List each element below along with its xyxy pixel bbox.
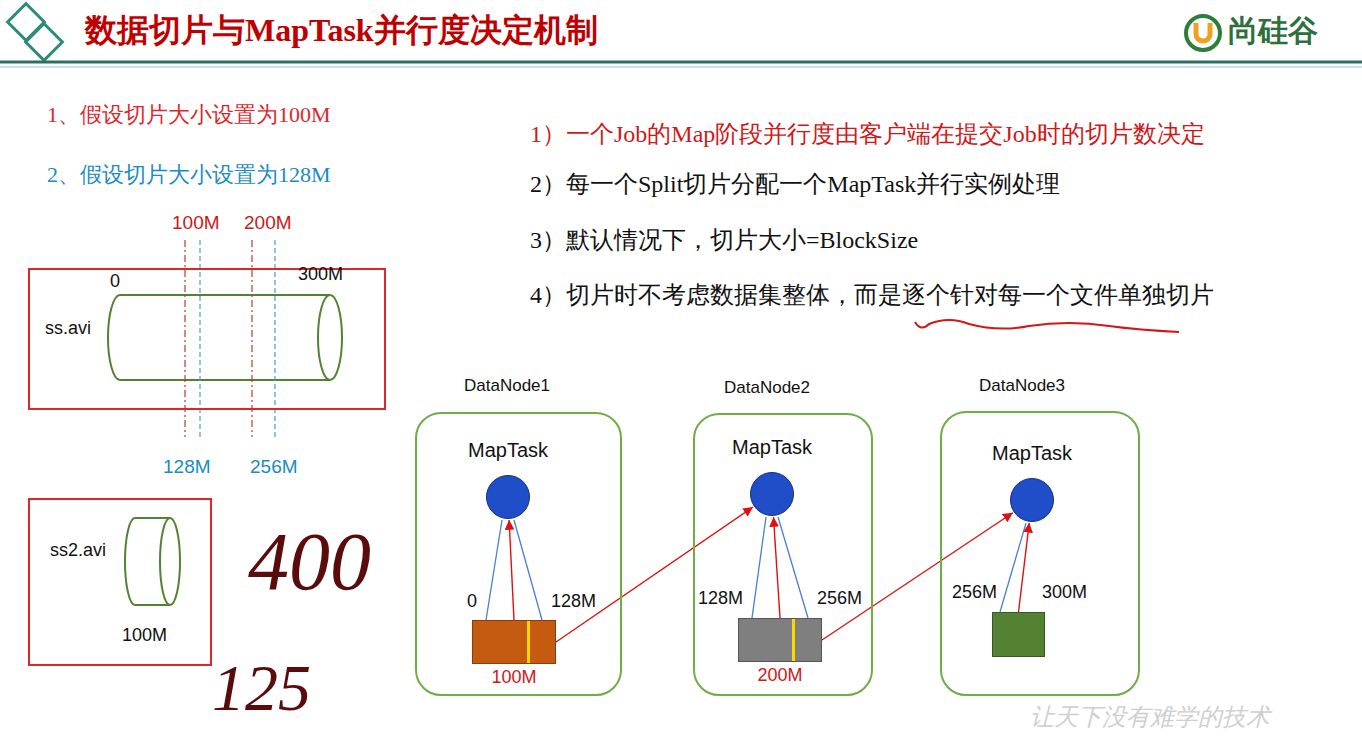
rule-item: 2）每一个Split切片分配一个MapTask并行实例处理: [530, 171, 1060, 199]
file-cylinder: [108, 295, 342, 380]
node-label: 256M: [817, 588, 862, 609]
node-heading: DataNode2: [724, 378, 810, 398]
task-label: MapTask: [732, 436, 812, 459]
maptask-circle: MapTask: [750, 472, 794, 516]
data-block: 256M300M: [992, 612, 1045, 657]
datanode-box: DataNode1MapTask0128M100M: [415, 412, 622, 696]
size-mark: 300M: [298, 264, 343, 285]
maptask-circle: MapTask: [486, 475, 530, 519]
split-mark: 128M: [163, 456, 211, 478]
case-note: 2、假设切片大小设置为128M: [47, 162, 331, 187]
split-assignment-arrow: [556, 507, 753, 642]
watermark: 让天下没有难学的技术: [1030, 704, 1270, 732]
task-label: MapTask: [468, 439, 548, 462]
data-block: 128M256M200M: [738, 618, 822, 662]
header-rule: [0, 61, 1362, 64]
maptask-circle: MapTask: [1010, 478, 1054, 522]
split-assignment-arrow: [822, 513, 1013, 640]
title-icon: [26, 24, 63, 61]
cylinder-body: [120, 295, 330, 380]
handwritten-note: 125: [212, 650, 311, 726]
logo-ring: [1186, 16, 1220, 50]
node-label: 300M: [1042, 582, 1087, 603]
header-rule: [0, 67, 1362, 68]
size-mark: 0: [110, 271, 120, 292]
datanode-box: DataNode2MapTask128M256M200M: [693, 413, 873, 696]
file-box: ss2.avi 100M: [28, 498, 212, 666]
node-label: 128M: [551, 591, 596, 612]
hand-underline: [915, 320, 1179, 332]
node-heading: DataNode1: [464, 376, 550, 396]
node-label: 128M: [698, 588, 743, 609]
case-note: 1、假设切片大小设置为100M: [47, 102, 331, 127]
read-lines: [486, 517, 1026, 620]
split-mark: 100M: [172, 212, 220, 234]
node-label: 0: [467, 591, 477, 612]
node-label: 100M: [491, 667, 536, 688]
node-label: 200M: [757, 665, 802, 686]
read-line: [486, 520, 502, 620]
cylinder-end: [125, 518, 135, 605]
read-line: [752, 517, 766, 618]
cylinder-body: [135, 518, 170, 605]
node-label: ss.avi: [45, 318, 91, 339]
handwritten-note: 400: [248, 515, 371, 609]
logo-mark: [1196, 23, 1210, 41]
rule-item: 3）默认情况下，切片大小=BlockSize: [530, 227, 918, 255]
read-line: [514, 520, 542, 620]
data-block: 0128M100M: [472, 620, 556, 664]
logo-text: 尚硅谷: [1228, 14, 1318, 49]
slide-title: 数据切片与MapTask并行度决定机制: [85, 12, 598, 49]
cylinder-end: [160, 518, 180, 605]
split-mark: 256M: [250, 456, 298, 478]
file-box: ss.avi: [28, 268, 386, 410]
split-mark: 200M: [244, 212, 292, 234]
node-label: 256M: [952, 582, 997, 603]
node-label: 100M: [122, 625, 167, 646]
split-assignment-arrow: [509, 520, 514, 620]
read-line: [778, 517, 808, 618]
split-marker: [792, 619, 795, 661]
split-assignment-arrow: [773, 517, 780, 618]
file-cylinder: [125, 518, 180, 605]
split-marker: [527, 621, 530, 663]
task-label: MapTask: [992, 442, 1072, 465]
split-assignment-arrow: [1019, 523, 1030, 612]
node-label: ss2.avi: [50, 540, 106, 561]
rule-item: 1）一个Job的Map阶段并行度由客户端在提交Job时的切片数决定: [530, 121, 1205, 149]
node-heading: DataNode3: [979, 376, 1065, 396]
cylinder-end: [108, 295, 120, 380]
datanode-box: DataNode3MapTask256M300M: [940, 411, 1140, 696]
read-line: [1000, 523, 1026, 612]
cylinder-end: [318, 295, 342, 380]
rule-item: 4）切片时不考虑数据集整体，而是逐个针对每一个文件单独切片: [530, 282, 1214, 310]
